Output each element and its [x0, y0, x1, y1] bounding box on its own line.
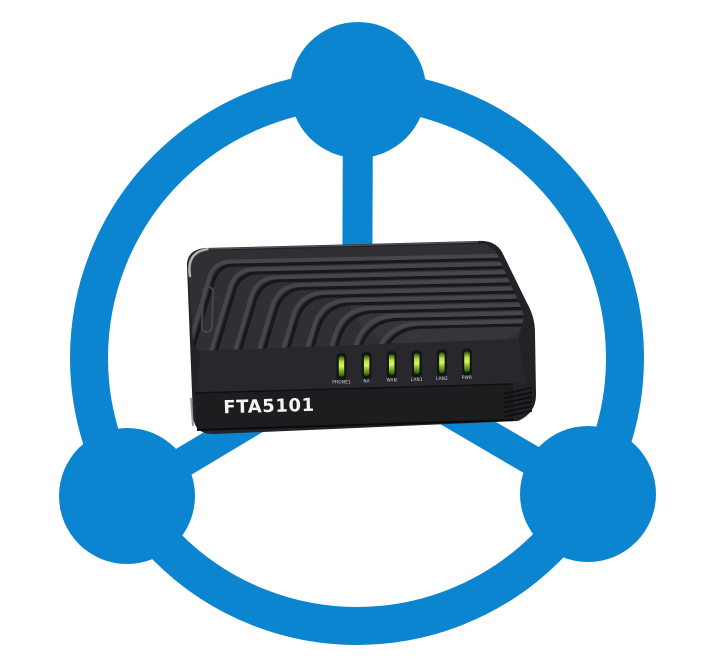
- vent-slot: [503, 409, 533, 418]
- led-label: PWR: [462, 375, 472, 380]
- front-top-seam: [194, 383, 514, 394]
- ridge-groove: [378, 322, 524, 352]
- front-bottom-edge: [196, 419, 515, 431]
- device-fta5101: PHONE1 NA WAN LAN1 LAN2 PWR FTA5101: [186, 240, 536, 435]
- node-bottom-right: [520, 426, 656, 562]
- led-lan1: LAN1: [411, 350, 423, 382]
- device-front-face: [195, 385, 514, 430]
- vent-slot: [503, 400, 533, 409]
- led-pwr: PWR: [462, 348, 472, 380]
- ridge-line: [325, 302, 524, 352]
- vent-slot: [503, 396, 533, 404]
- led-label: NA: [363, 379, 369, 384]
- top-ridges: [187, 252, 524, 352]
- led-label: WAN: [386, 378, 397, 383]
- network-ring-icon: [59, 22, 656, 645]
- node-bottom-left: [59, 428, 195, 564]
- led-light: [363, 354, 370, 377]
- ridge-line: [230, 269, 524, 352]
- led-label: PHONE1: [332, 380, 351, 385]
- led-light: [338, 355, 345, 378]
- node-top: [290, 22, 426, 158]
- led-row: PHONE1 NA WAN LAN1 LAN2 PWR: [332, 348, 472, 385]
- led-label: LAN1: [411, 377, 423, 382]
- ridge-line: [206, 260, 524, 352]
- vent-slot: [503, 386, 533, 395]
- device-model-label: FTA5101: [223, 395, 315, 419]
- edge-highlight-top-left: [188, 247, 210, 278]
- ridge-line: [278, 285, 524, 352]
- ridge-groove: [331, 306, 524, 352]
- ridge-groove: [259, 281, 524, 352]
- led-light: [388, 353, 395, 376]
- ridge-groove: [235, 273, 524, 352]
- vent-slot: [503, 405, 533, 413]
- led-light: [413, 352, 421, 375]
- led-na: NA: [361, 352, 372, 384]
- ridge-groove: [188, 256, 524, 352]
- side-vents: [503, 386, 533, 418]
- led-lan2: LAN2: [436, 349, 448, 381]
- side-latch: [200, 286, 215, 334]
- ridge-groove: [307, 297, 524, 352]
- edge-highlight-left: [190, 397, 194, 427]
- ridge-line: [301, 294, 524, 352]
- ridge-line: [254, 277, 524, 352]
- ridge-line: [187, 252, 524, 352]
- led-wan: WAN: [386, 351, 397, 383]
- ridge-groove: [283, 289, 524, 352]
- led-phone1: PHONE1: [332, 353, 351, 385]
- ridge-line: [373, 318, 524, 352]
- edge-highlight-top: [207, 241, 479, 250]
- led-light: [463, 350, 471, 373]
- led-label: LAN2: [436, 376, 448, 381]
- ridge-groove: [212, 264, 524, 352]
- vent-slot: [503, 391, 533, 400]
- led-light: [438, 351, 446, 374]
